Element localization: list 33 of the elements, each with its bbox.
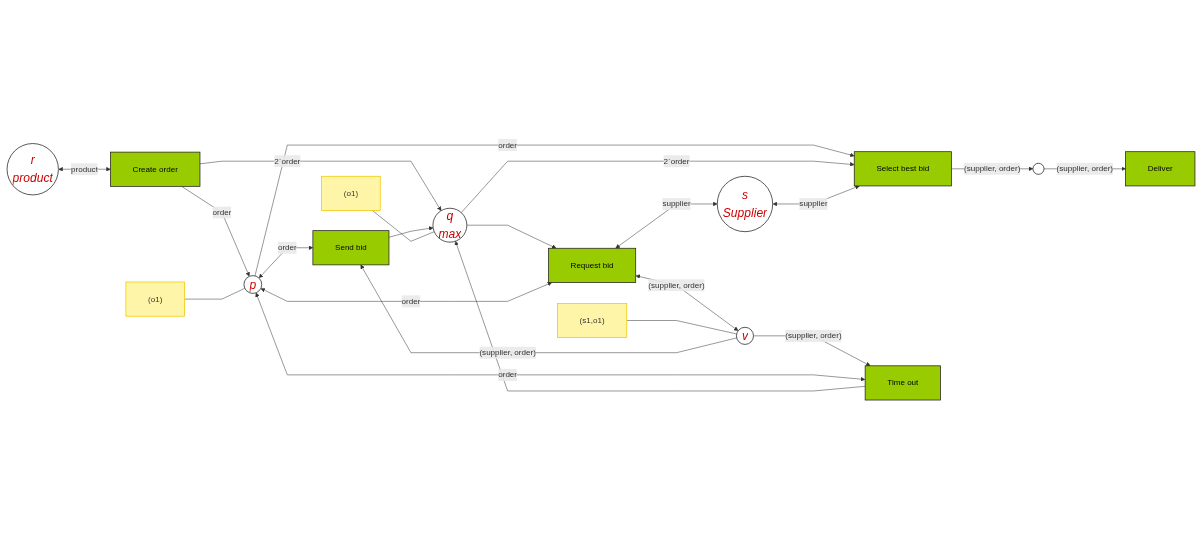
transition-box: Create order <box>110 151 201 187</box>
place-circle: r product <box>6 143 59 196</box>
callout-box: (s1,o1) <box>557 303 628 338</box>
place-circle: q max <box>432 207 468 243</box>
callout-box: (o1) <box>321 175 381 211</box>
edge-label: (supplier, order) <box>963 162 1021 175</box>
place-circle: v <box>736 326 754 345</box>
edge-label: (supplier, order) <box>479 346 536 359</box>
callout-box: (o1) <box>125 281 185 317</box>
place-circle: s Supplier <box>716 175 774 233</box>
edge-label: order <box>498 368 518 381</box>
edge-label: supplier <box>662 197 691 210</box>
edge-label: 2`order <box>663 155 690 168</box>
edge-label: order <box>212 206 232 219</box>
edge-label: supplier <box>799 197 828 210</box>
edge-label: (supplier, order) <box>648 279 705 292</box>
edge-label: (supplier, order) <box>785 329 842 342</box>
leader-line <box>626 320 737 335</box>
transition-box: Deliver <box>1125 151 1196 187</box>
edge-label: (supplier, order) <box>1056 162 1113 175</box>
edge-label: product <box>71 163 98 176</box>
leader-line <box>372 210 435 242</box>
transition-box: Select best bid <box>853 151 952 187</box>
leader-line <box>184 288 246 300</box>
edge-label: order <box>498 139 518 152</box>
transition-box: Request bid <box>548 247 637 283</box>
transition-box: Time out <box>864 365 941 401</box>
transition-box: Send bid <box>312 230 390 266</box>
edge-label: order <box>277 241 297 254</box>
place-circle <box>1032 162 1045 175</box>
place-circle: p <box>243 275 263 294</box>
edge-label: order <box>401 295 421 308</box>
edge-label: 2`order <box>274 155 301 168</box>
